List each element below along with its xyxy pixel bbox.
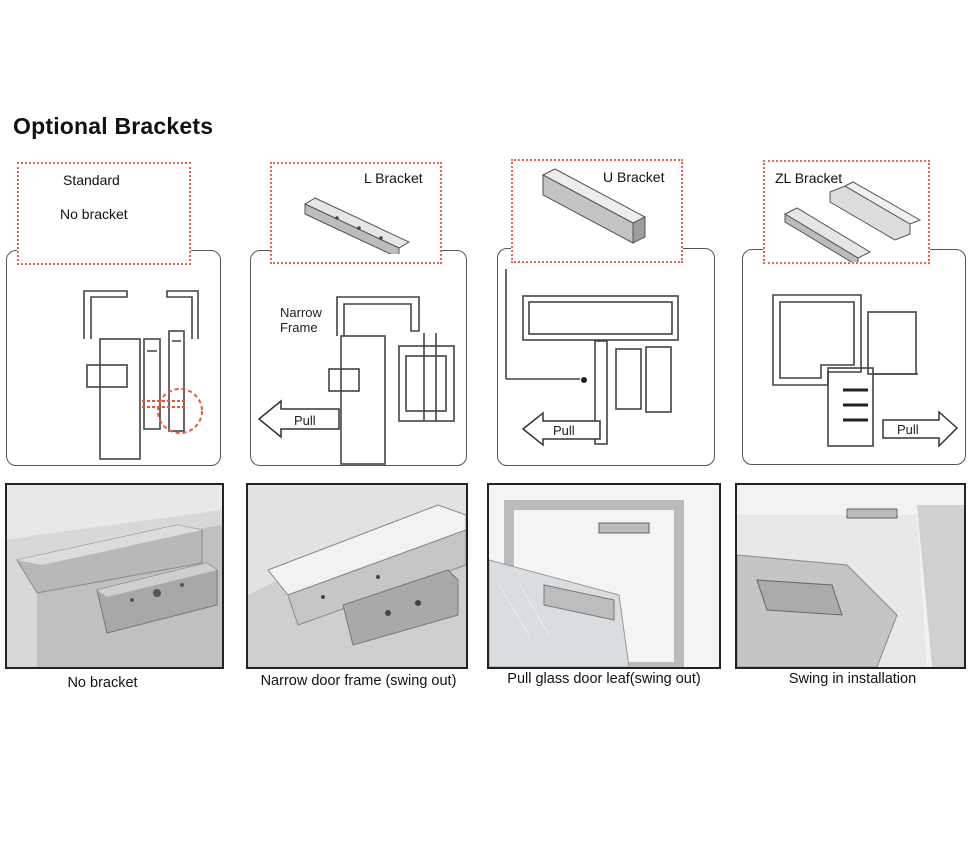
photo-l-bracket (246, 483, 468, 669)
tag-sublabel: No bracket (60, 206, 128, 222)
diagram-text-narrow-frame-line2: Frame (280, 320, 318, 335)
l-bracket-icon (303, 197, 411, 254)
caption-l-bracket: Narrow door frame (swing out) (260, 673, 457, 689)
pull-label: Pull (553, 423, 575, 438)
option-tag-standard: Standard No bracket (17, 162, 191, 265)
option-tag-zl-bracket: ZL Bracket (763, 160, 930, 264)
tag-label: Standard (63, 172, 120, 188)
diagram-text-narrow-frame: Narrow Frame (280, 305, 326, 335)
option-tag-l-bracket: L Bracket (270, 162, 442, 264)
pull-label: Pull (294, 413, 316, 428)
diagram-standard (6, 250, 221, 466)
diagram-l-bracket: Narrow Frame Pull (250, 250, 467, 466)
caption-standard: No bracket (67, 675, 138, 691)
tag-label: ZL Bracket (775, 170, 843, 186)
option-tag-u-bracket: U Bracket (511, 159, 683, 263)
diagram-zl-bracket: Pull (742, 249, 966, 465)
tag-label: U Bracket (603, 169, 665, 185)
page-title: Optional Brackets (13, 113, 214, 139)
tag-label: L Bracket (364, 170, 423, 186)
diagram-u-bracket: Pull (497, 248, 715, 466)
zl-bracket-icon (783, 181, 922, 262)
caption-zl-bracket: Swing in installation (788, 671, 917, 687)
photo-zl-bracket (735, 483, 966, 669)
u-bracket-icon (541, 168, 647, 244)
pull-label: Pull (897, 422, 919, 437)
photo-u-bracket (487, 483, 721, 669)
photo-standard (5, 483, 224, 669)
caption-u-bracket: Pull glass door leaf(swing out) (507, 671, 701, 687)
